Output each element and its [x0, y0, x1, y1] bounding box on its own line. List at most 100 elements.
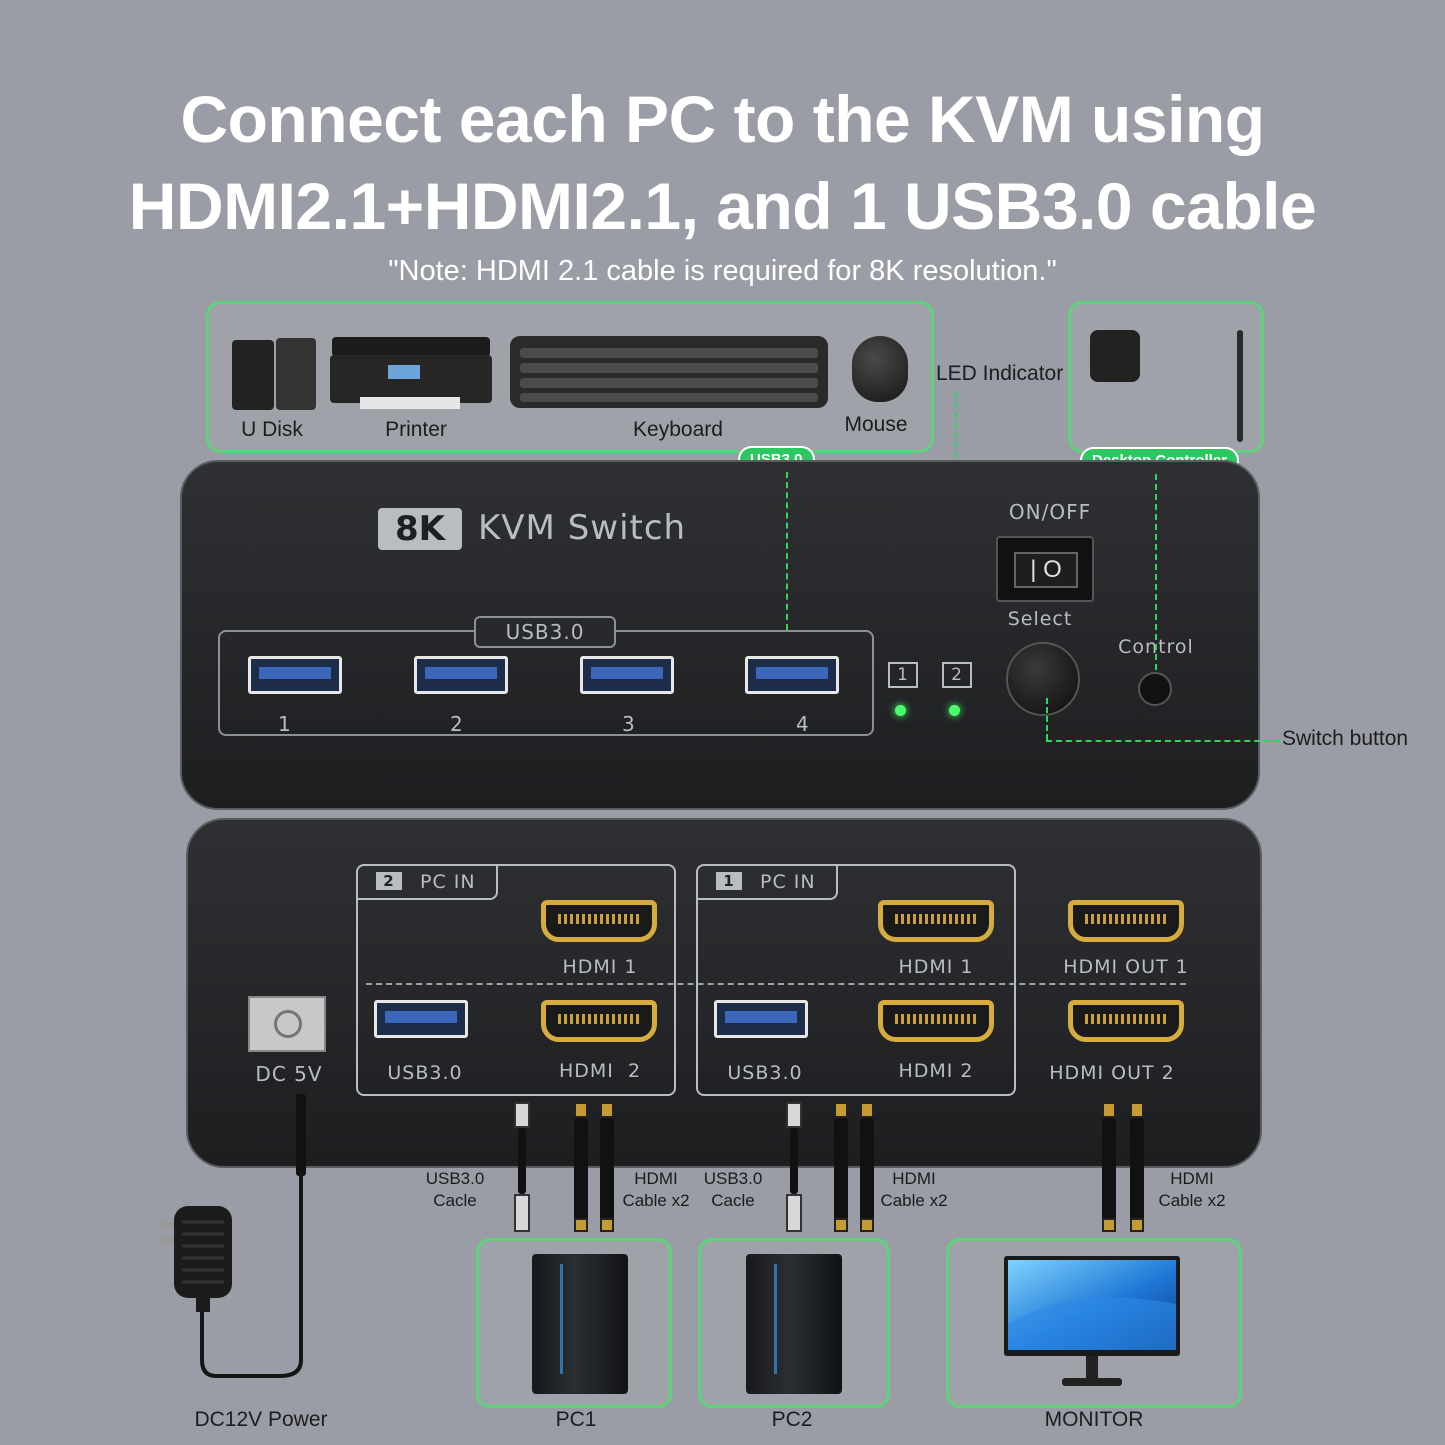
hdmi-out-1-port[interactable] — [1068, 900, 1184, 942]
pc1-tower-icon — [532, 1254, 628, 1394]
hdmi-plug-bottom-monitor-b — [1130, 1218, 1144, 1232]
power-cable — [180, 1170, 320, 1390]
pc1-hdmi-1-port[interactable] — [878, 900, 994, 942]
pc1-number: 1 — [716, 872, 742, 890]
keyboard-icon — [510, 336, 828, 408]
control-port[interactable] — [1138, 672, 1172, 706]
pc2-in-group — [356, 864, 676, 1096]
pc1-usb-port[interactable] — [714, 1000, 808, 1038]
pc2-usb-label: USB3.0 — [387, 1062, 463, 1084]
hdmi-cable-label-pc1-line2: Cable x2 — [622, 1191, 690, 1210]
hdmi-plug-top-monitor-a — [1102, 1102, 1116, 1118]
usb-group-label: USB3.0 — [474, 616, 616, 648]
hdmi-cable-label-pc2: HDMI Cable x2 — [878, 1168, 950, 1212]
led-1-light — [895, 705, 906, 716]
hdmi-plug-top-pc2-b — [860, 1102, 874, 1118]
front-panel — [180, 460, 1260, 810]
dc-5v-label: DC 5V — [255, 1062, 323, 1086]
usb-cable-pc1 — [518, 1128, 526, 1194]
monitor-label: MONITOR — [1044, 1408, 1144, 1431]
usb-plug-top-pc2 — [786, 1102, 802, 1128]
led-label-1: 1 — [888, 662, 918, 688]
hdmi-cable-pc1-a — [574, 1118, 588, 1230]
u-disk-label: U Disk — [241, 418, 303, 441]
hdmi-plug-bottom-monitor-a — [1102, 1218, 1116, 1232]
hdmi-plug-top-pc2-a — [834, 1102, 848, 1118]
usb-plug-bottom-pc2 — [786, 1194, 802, 1232]
dc-jack-ring — [274, 1010, 302, 1038]
front-usb-port-4[interactable] — [745, 656, 839, 694]
hdmi-plug-bottom-pc2-a — [834, 1218, 848, 1232]
front-usb-port-2[interactable] — [414, 656, 508, 694]
hdmi-out-2-port[interactable] — [1068, 1000, 1184, 1042]
hdmi-cable-label-pc1: HDMI Cable x2 — [620, 1168, 692, 1212]
pc1-hdmi-1-label: HDMI 1 — [898, 956, 974, 978]
pc2-tower-icon — [746, 1254, 842, 1394]
hdmi-plug-bottom-pc1-b — [600, 1218, 614, 1232]
usb-cable-pc2 — [790, 1128, 798, 1194]
headline-line-1: Connect each PC to the KVM using — [180, 82, 1265, 156]
brand-name: KVM Switch — [478, 508, 687, 548]
pc2-hdmi-2-label: HDMI 2 — [558, 1060, 642, 1082]
pc2-light-strip — [774, 1264, 777, 1374]
switch-callout-horizontal — [1046, 740, 1280, 742]
usb-cable-label-pc1-line2: Cacle — [433, 1191, 477, 1210]
led-label-2: 2 — [942, 662, 972, 688]
pc1-hdmi-2-port[interactable] — [878, 1000, 994, 1042]
switch-callout-vertical — [1046, 698, 1048, 740]
pc2-hdmi-1-port[interactable] — [541, 900, 657, 942]
select-label: Select — [1007, 608, 1073, 630]
power-adapter-icon — [158, 1202, 238, 1312]
resolution-note: "Note: HDMI 2.1 cable is required for 8K… — [388, 255, 1057, 287]
select-button[interactable] — [1006, 642, 1080, 716]
led-2-light — [949, 705, 960, 716]
pc1-label: PC1 — [555, 1408, 597, 1431]
dc-jack[interactable] — [248, 996, 326, 1052]
controller-jack-icon — [1237, 330, 1243, 442]
pc2-label: PC2 — [771, 1408, 813, 1431]
usb-port-number-2: 2 — [450, 712, 464, 736]
pc1-usb-label: USB3.0 — [727, 1062, 803, 1084]
hdmi-cable-monitor-b — [1130, 1118, 1144, 1230]
hdmi-plug-bottom-pc1-a — [574, 1218, 588, 1232]
power-switch[interactable]: | O — [996, 536, 1094, 602]
pc1-in-group — [696, 864, 1016, 1096]
usb-port-number-4: 4 — [796, 712, 810, 736]
usb-port-number-1: 1 — [278, 712, 292, 736]
usb-plug-bottom-pc1 — [514, 1194, 530, 1232]
usb-cable-label-pc2: USB3.0 Cacle — [692, 1168, 774, 1212]
pc2-hdmi-2-port[interactable] — [541, 1000, 657, 1042]
pc2-usb-port[interactable] — [374, 1000, 468, 1038]
pc1-in-title: PC IN — [760, 871, 816, 893]
front-usb-port-3[interactable] — [580, 656, 674, 694]
pc1-hdmi-2-label: HDMI 2 — [898, 1060, 974, 1082]
hdmi-out-2-label: HDMI OUT 2 — [1049, 1062, 1175, 1084]
pc2-number: 2 — [376, 872, 402, 890]
usb-cable-label-pc1: USB3.0 Cacle — [414, 1168, 496, 1212]
hdmi-cable-pc2-b — [860, 1118, 874, 1230]
switch-button-label: Switch button — [1282, 727, 1409, 750]
keyboard-label: Keyboard — [633, 418, 723, 441]
printer-icon — [330, 335, 492, 411]
pc2-hdmi-1-label: HDMI 1 — [562, 956, 638, 978]
usb-cable-label-pc2-line2: Cacle — [711, 1191, 755, 1210]
hdmi-cable-pc2-a — [834, 1118, 848, 1230]
hdmi-cable-label-monitor: HDMI Cable x2 — [1152, 1168, 1232, 1212]
pc1-light-strip — [560, 1264, 563, 1374]
usb-plug-top-pc1 — [514, 1102, 530, 1128]
hdmi-cable-monitor-a — [1102, 1118, 1116, 1230]
usb-port-number-3: 3 — [622, 712, 636, 736]
brand-badge: 8K — [378, 508, 462, 550]
controller-callout-line — [1155, 474, 1157, 670]
hdmi-cable-label-monitor-line1: HDMI — [1170, 1169, 1214, 1188]
usb-cable-label-pc2-line1: USB3.0 — [703, 1169, 763, 1188]
pc2-in-tab — [356, 864, 498, 900]
headline-line-2: HDMI2.1+HDMI2.1, and 1 USB3.0 cable — [128, 169, 1317, 243]
hdmi-plug-top-monitor-b — [1130, 1102, 1144, 1118]
hdmi-plug-top-pc1-a — [574, 1102, 588, 1118]
usb-callout-line — [786, 472, 788, 630]
hdmi-cable-pc1-b — [600, 1118, 614, 1230]
front-usb-port-1[interactable] — [248, 656, 342, 694]
power-switch-rocker: | O — [1014, 552, 1078, 588]
hdmi-plug-bottom-pc2-b — [860, 1218, 874, 1232]
